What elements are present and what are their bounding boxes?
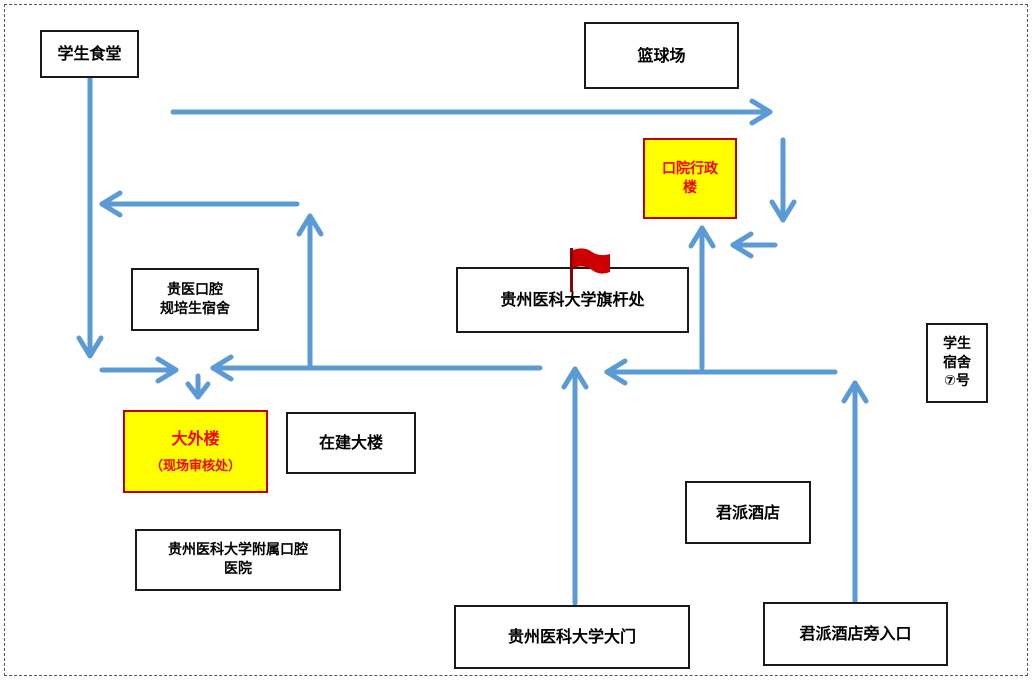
dorm7-label-line2: 宿舍 xyxy=(943,354,971,371)
residency-dorm-label-line1: 贵医口腔 xyxy=(167,281,223,298)
red-flag-icon xyxy=(570,248,610,292)
main-gate-label: 贵州医科大学大门 xyxy=(507,627,636,647)
basketball-court-box: 篮球场 xyxy=(584,22,739,89)
admin-building-box: 口院行政 楼 xyxy=(643,138,737,219)
hospital-box: 贵州医科大学附属口腔 医院 xyxy=(135,529,341,591)
arrow-left-to-waiwai xyxy=(210,354,543,382)
construction-building-label: 在建大楼 xyxy=(318,433,383,453)
arrow-left-right-segment xyxy=(604,358,838,386)
arrow-small-down xyxy=(185,373,211,400)
arrow-up-left-mid xyxy=(296,213,324,371)
arrow-right-down xyxy=(769,137,797,223)
diagram-frame xyxy=(4,4,1028,676)
review-site-label: （现场审核处） xyxy=(149,458,241,474)
residency-dorm-box: 贵医口腔 规培生宿舍 xyxy=(131,268,259,331)
flagpole-label: 贵州医科大学旗杆处 xyxy=(500,290,645,310)
dorm7-label-line1: 学生 xyxy=(943,335,971,352)
cafeteria-label: 学生食堂 xyxy=(57,44,122,64)
main-gate-box: 贵州医科大学大门 xyxy=(454,605,690,669)
cafeteria-box: 学生食堂 xyxy=(40,30,139,78)
arrow-small-right xyxy=(99,356,179,384)
basketball-court-label: 篮球场 xyxy=(637,45,686,65)
junpai-hotel-label: 君派酒店 xyxy=(715,502,780,522)
dorm7-label-line3: ⑦号 xyxy=(944,373,970,390)
residency-dorm-label-line2: 规培生宿舍 xyxy=(160,300,230,317)
waiwai-building-label: 大外楼 xyxy=(171,428,220,448)
hotel-side-entrance-label: 君派酒店旁入口 xyxy=(799,624,912,644)
construction-building-box: 在建大楼 xyxy=(286,412,416,474)
junpai-hotel-box: 君派酒店 xyxy=(685,481,811,544)
arrow-top-right xyxy=(170,98,773,126)
admin-building-label-line2: 楼 xyxy=(683,179,697,196)
waiwai-building-box: 大外楼 （现场审核处） xyxy=(123,410,268,493)
arrow-gate-up xyxy=(561,366,589,606)
arrow-short-left-admin xyxy=(730,231,778,259)
arrow-side-entrance-up xyxy=(841,380,869,605)
arrow-upper-left xyxy=(99,190,300,218)
hospital-label-line1: 贵州医科大学附属口腔 xyxy=(168,542,308,559)
dorm7-box: 学生 宿舍 ⑦号 xyxy=(926,323,988,403)
arrow-cafeteria-down xyxy=(76,75,104,359)
admin-building-label-line1: 口院行政 xyxy=(662,160,718,177)
arrow-up-to-admin xyxy=(688,225,716,371)
hotel-side-entrance-box: 君派酒店旁入口 xyxy=(763,602,948,666)
hospital-label-line2: 医院 xyxy=(224,561,252,577)
